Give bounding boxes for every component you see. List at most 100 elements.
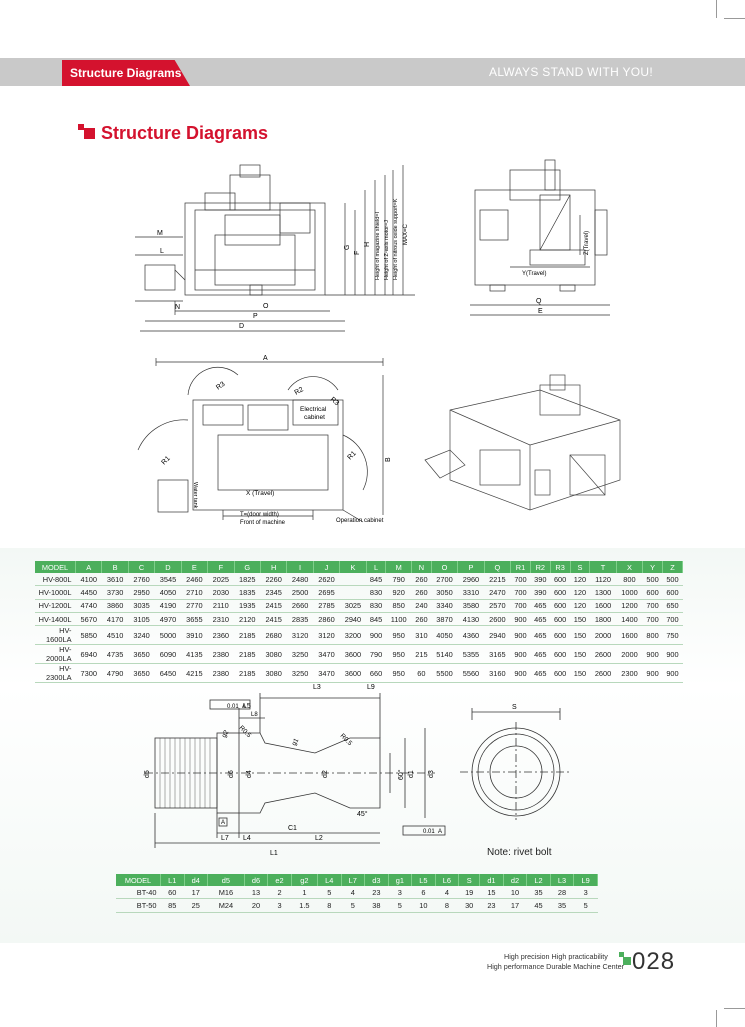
table-cell: 700 bbox=[510, 573, 531, 587]
table-cell: 2415 bbox=[260, 612, 287, 627]
table-cell: 3310 bbox=[457, 585, 485, 600]
table-cell: 600 bbox=[550, 625, 571, 646]
table-cell: 2470 bbox=[484, 585, 511, 600]
table-cell: 2300 bbox=[616, 663, 643, 684]
table-cell: 600 bbox=[550, 573, 571, 587]
table-cell: 3 bbox=[267, 898, 292, 913]
table-cell: 260 bbox=[411, 612, 432, 627]
table-cell: 3470 bbox=[313, 663, 340, 684]
note-max: MAX=C bbox=[403, 223, 409, 245]
table-cell: 465 bbox=[530, 612, 551, 627]
table-cell: 3160 bbox=[484, 663, 511, 684]
table-cell: 1600 bbox=[589, 599, 617, 613]
table-cell: 600 bbox=[550, 663, 571, 684]
col-header: L5 bbox=[411, 874, 436, 886]
model-cell: HV-800L bbox=[35, 573, 76, 587]
crop-mark bbox=[724, 1008, 745, 1009]
table-cell: 150 bbox=[570, 663, 590, 684]
table-cell: 465 bbox=[530, 644, 551, 665]
note-magazine: Height of magazine shield=I bbox=[375, 212, 381, 280]
col-header: K bbox=[339, 561, 367, 573]
label-d2: d2 bbox=[322, 770, 329, 778]
col-header: D bbox=[154, 561, 182, 573]
table-cell: 900 bbox=[662, 644, 683, 665]
label-l4: L4 bbox=[243, 835, 251, 842]
table-cell: 20 bbox=[244, 898, 268, 913]
title-square-icon bbox=[84, 128, 95, 139]
table-cell: 3860 bbox=[101, 599, 129, 613]
table-cell: 3025 bbox=[339, 599, 367, 613]
col-header: R2 bbox=[530, 561, 551, 573]
label-r3b: R3 bbox=[329, 396, 340, 407]
table-cell: 6 bbox=[411, 886, 436, 900]
note-zmotor: Height of Z-axis motor=J bbox=[384, 220, 390, 280]
table-cell: 700 bbox=[510, 585, 531, 600]
col-header: d5 bbox=[207, 874, 245, 886]
label-d: D bbox=[239, 323, 244, 330]
col-header: F bbox=[207, 561, 235, 573]
col-header: S bbox=[458, 874, 481, 886]
table-cell: 600 bbox=[550, 599, 571, 613]
table-cell: 900 bbox=[510, 625, 531, 646]
table-cell: 2310 bbox=[207, 612, 235, 627]
col-header: X bbox=[616, 561, 644, 573]
table-cell: 3655 bbox=[181, 612, 208, 627]
table-cell: 390 bbox=[530, 585, 551, 600]
table-cell: 600 bbox=[550, 612, 571, 627]
rivet-end-view-diagram: S bbox=[460, 704, 570, 820]
table-cell: 15 bbox=[479, 886, 504, 900]
table-cell: 3600 bbox=[339, 663, 367, 684]
table-cell: 3910 bbox=[181, 625, 208, 646]
label-l1: L1 bbox=[270, 850, 278, 857]
table-cell: 4740 bbox=[75, 599, 102, 613]
label-g2: g2 bbox=[221, 729, 231, 739]
front-view-diagram: M L N O P D G H F Height of magazine shi… bbox=[135, 164, 415, 332]
table-cell: 2960 bbox=[457, 573, 485, 587]
model-cell: HV-1200L bbox=[35, 599, 76, 613]
table-cell: 2110 bbox=[207, 599, 235, 613]
table-cell: 850 bbox=[385, 599, 412, 613]
label-ytravel: Y(Travel) bbox=[522, 271, 546, 277]
table-cell: 3240 bbox=[128, 625, 155, 646]
col-header: N bbox=[411, 561, 432, 573]
table-cell: 660 bbox=[366, 663, 386, 684]
table-cell: 4450 bbox=[75, 585, 102, 600]
crop-mark bbox=[724, 18, 745, 19]
table-cell: 2345 bbox=[260, 585, 287, 600]
table-cell bbox=[339, 573, 367, 587]
table-cell: 3730 bbox=[101, 585, 129, 600]
table-cell: 35 bbox=[550, 898, 574, 913]
table-cell: 2360 bbox=[207, 625, 235, 646]
table-cell bbox=[339, 585, 367, 600]
table-cell: 4190 bbox=[154, 599, 182, 613]
label-electrical: Electrical bbox=[300, 406, 327, 413]
table-cell: 4360 bbox=[457, 625, 485, 646]
col-header: MODEL bbox=[116, 874, 161, 886]
table-cell: 2695 bbox=[313, 585, 340, 600]
label-r3: R3 bbox=[215, 381, 226, 392]
table-cell: 830 bbox=[366, 585, 386, 600]
table-cell: 600 bbox=[550, 585, 571, 600]
table-cell: 260 bbox=[411, 573, 432, 587]
header-tab bbox=[62, 60, 190, 86]
table-cell: 1935 bbox=[234, 599, 261, 613]
label-l: L bbox=[160, 248, 164, 255]
table-cell: 2185 bbox=[234, 663, 261, 684]
table-cell: 2185 bbox=[234, 644, 261, 665]
table-cell: 25 bbox=[184, 898, 208, 913]
table-cell: 30 bbox=[458, 898, 480, 913]
table-cell: 1200 bbox=[616, 599, 643, 613]
table-cell: 35 bbox=[526, 886, 551, 900]
table-cell: 2860 bbox=[313, 612, 340, 627]
label-p: P bbox=[253, 313, 258, 320]
model-cell: HV-2300LA bbox=[35, 663, 76, 684]
col-header: L3 bbox=[550, 874, 575, 886]
header-tab-label: Structure Diagrams bbox=[70, 66, 182, 80]
table-cell: 45 bbox=[526, 898, 551, 913]
table-cell: 830 bbox=[366, 599, 386, 613]
col-header: d4 bbox=[184, 874, 209, 886]
table-cell: 1800 bbox=[589, 612, 617, 627]
table-cell: 750 bbox=[662, 625, 683, 646]
table-cell: 700 bbox=[662, 612, 683, 627]
table-cell: 5560 bbox=[457, 663, 485, 684]
